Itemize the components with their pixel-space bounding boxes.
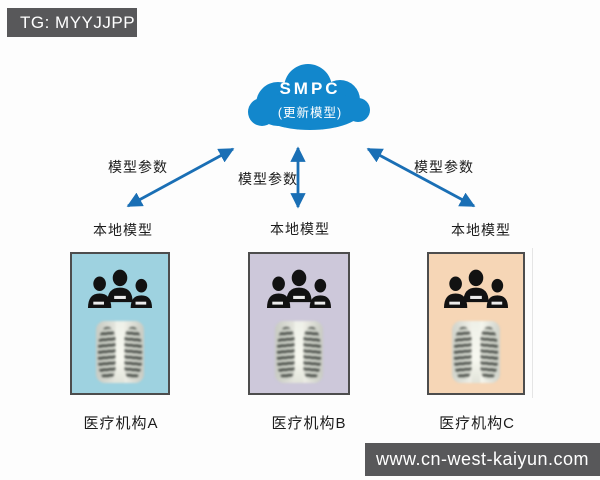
org-label-b: 医疗机构B: [271, 415, 347, 432]
param-label-b: 模型参数: [238, 171, 298, 187]
xray-right-lung: [479, 327, 498, 379]
xray-left-lung: [454, 327, 473, 379]
param-label-c: 模型参数: [414, 159, 474, 175]
org-box-b: [248, 252, 350, 395]
watermark-top-left: TG: MYYJJPP: [7, 8, 137, 37]
smpc-cloud: SMPC (更新模型): [240, 60, 380, 132]
people-group-icon: [87, 269, 153, 308]
org-label-c: 医疗机构C: [439, 415, 515, 432]
chest-xray-image: [96, 321, 144, 383]
chest-xray-image: [452, 321, 500, 383]
param-label-a: 模型参数: [108, 159, 168, 175]
image-artifact-line: [532, 248, 533, 398]
people-group-icon: [443, 269, 509, 308]
xray-spine: [115, 321, 125, 383]
xray-right-lung: [123, 327, 142, 379]
org-box-a: [70, 252, 170, 395]
cloud-title: SMPC: [279, 79, 341, 98]
local-model-label-c: 本地模型: [451, 222, 511, 238]
chest-xray-image: [275, 321, 323, 383]
local-model-label-b: 本地模型: [270, 221, 330, 237]
cloud-subtitle: (更新模型): [277, 106, 343, 120]
watermark-bottom-right: www.cn-west-kaiyun.com: [365, 443, 600, 476]
org-box-c: [427, 252, 525, 395]
xray-left-lung: [277, 327, 296, 379]
xray-left-lung: [98, 327, 117, 379]
cloud-icon: [248, 64, 370, 130]
xray-spine: [294, 321, 304, 383]
people-group-icon: [266, 269, 332, 308]
xray-spine: [471, 321, 481, 383]
org-label-a: 医疗机构A: [83, 415, 159, 432]
local-model-label-a: 本地模型: [93, 222, 153, 238]
xray-right-lung: [302, 327, 321, 379]
